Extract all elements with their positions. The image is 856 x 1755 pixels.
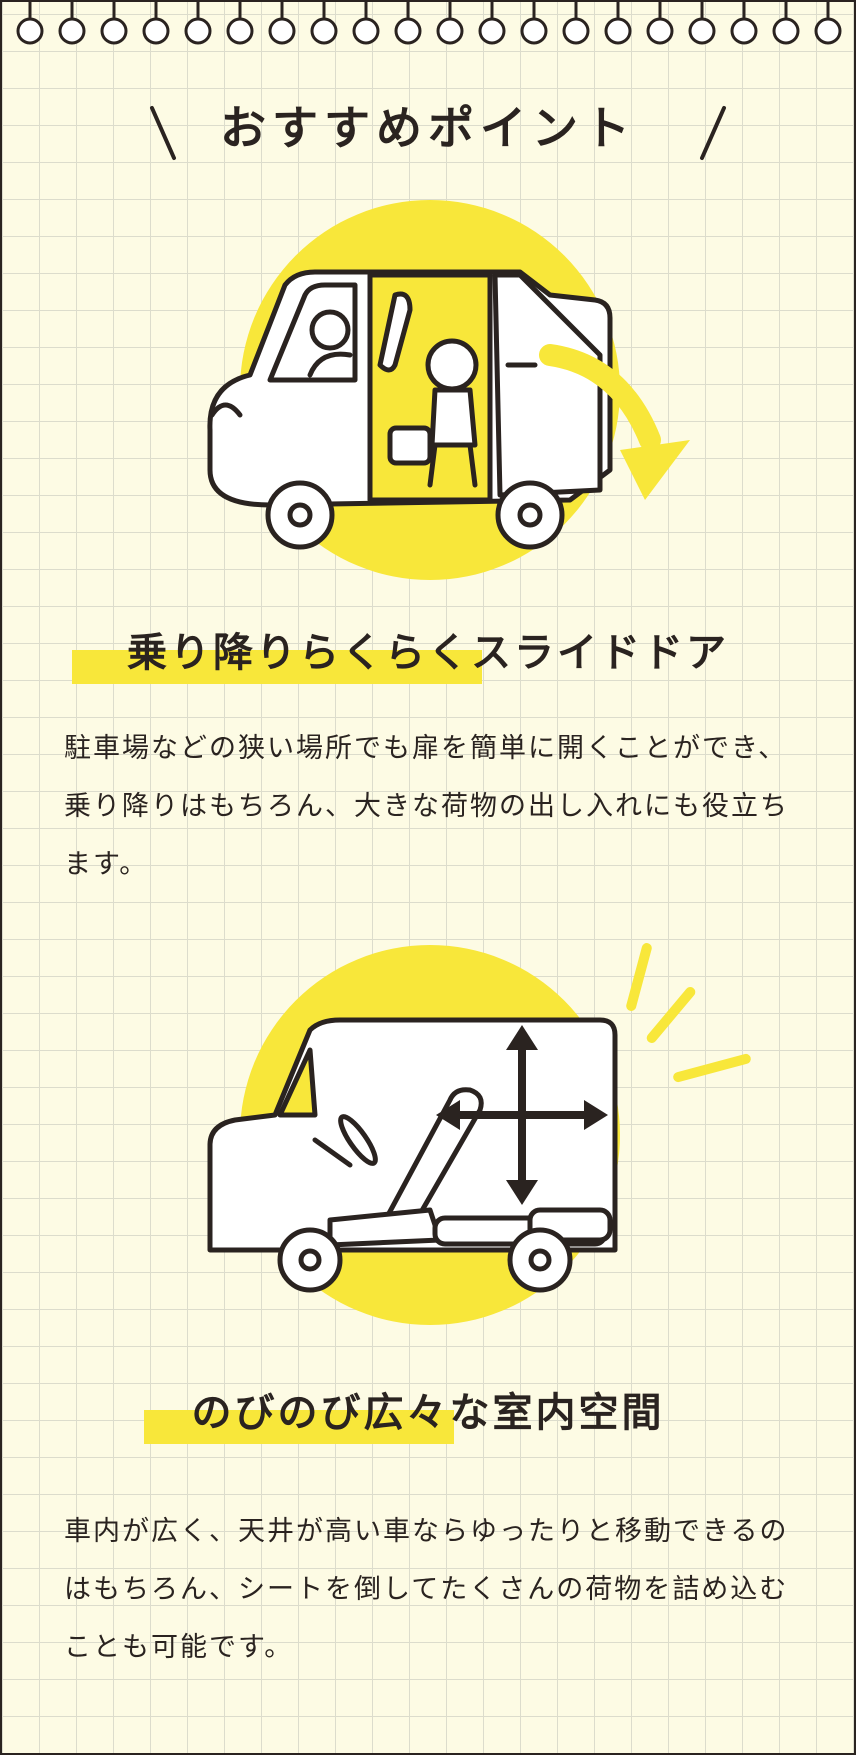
ring-hole-icon xyxy=(268,17,296,45)
title-highlight xyxy=(144,1410,454,1444)
spiral-binding-icon xyxy=(16,0,842,45)
ring-hole-icon xyxy=(310,17,338,45)
page-title: おすすめポイント xyxy=(220,101,636,155)
ring-hole-icon xyxy=(478,17,506,45)
ring-hole-icon xyxy=(352,17,380,45)
ring-hole-icon xyxy=(646,17,674,45)
feature-description-sliding-door: 駐車場などの狭い場所でも扉を簡単に開くことができ、乗り降りはもちろん、大きな荷物… xyxy=(64,733,789,880)
ring-hole-icon xyxy=(562,17,590,45)
ring-hole-icon xyxy=(394,17,422,45)
spacious-van-interior-icon xyxy=(207,945,620,1325)
ring-hole-icon xyxy=(604,17,632,45)
slash-right-icon xyxy=(700,106,726,160)
ring-hole-icon xyxy=(226,17,254,45)
ring-hole-icon xyxy=(520,17,548,45)
ring-hole-icon xyxy=(730,17,758,45)
feature-title-sliding-door: 乗り降りらくらくスライドドア xyxy=(127,630,729,676)
ring-hole-icon xyxy=(184,17,212,45)
ring-hole-icon xyxy=(688,17,716,45)
ring-hole-icon xyxy=(58,17,86,45)
ring-hole-icon xyxy=(772,17,800,45)
ring-hole-icon xyxy=(814,17,842,45)
ring-hole-icon xyxy=(100,17,128,45)
feature-description-spacious-interior: 車内が広く、天井が高い車ならゆったりと移動できるのはもちろん、シートを倒してたく… xyxy=(64,1516,789,1663)
ring-hole-icon xyxy=(436,17,464,45)
feature-title-spacious-interior: のびのび広々な室内空間 xyxy=(191,1390,665,1436)
title-highlight xyxy=(72,650,482,684)
ring-hole-icon xyxy=(142,17,170,45)
sliding-door-van-icon xyxy=(207,200,690,580)
slash-left-icon xyxy=(150,106,176,160)
ring-hole-icon xyxy=(16,17,44,45)
